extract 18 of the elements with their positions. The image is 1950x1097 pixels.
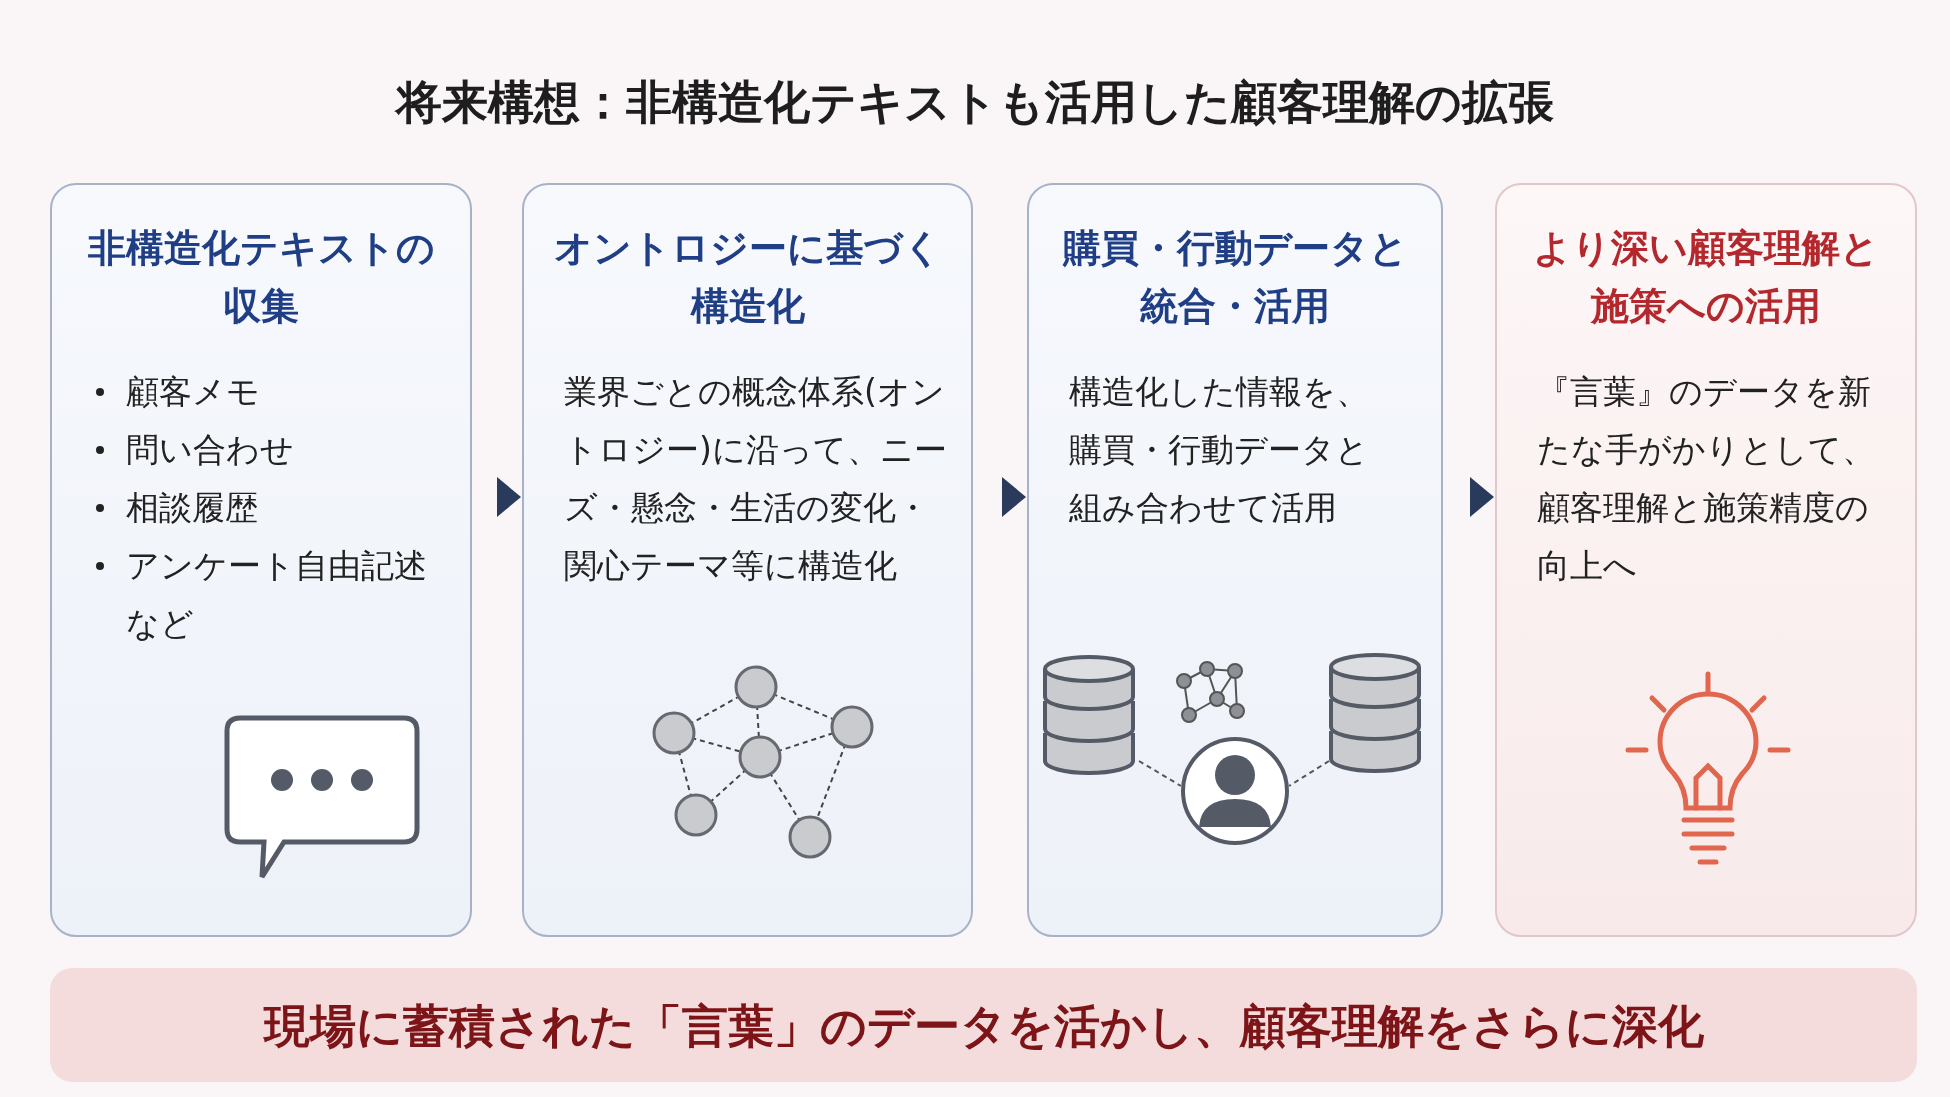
bullet-text: 相談履歴 <box>126 488 258 527</box>
title: 将来構想：非構造化テキストも活用した顧客理解の拡張 <box>393 74 1555 131</box>
step-card <box>522 183 973 937</box>
card-heading: 購買・行動データと統合・活用 <box>1061 225 1409 330</box>
card-heading: 非構造化テキストの収集 <box>86 225 436 330</box>
banner-text: 現場に蓄積された「言葉」のデータを活かし、顧客理解をさらに深化 <box>262 998 1705 1055</box>
banner <box>50 968 1917 1082</box>
card-text: 構造化した情報を、購買・行動データと組み合わせて活用 <box>1069 371 1370 529</box>
card-text: 『言葉』のデータを新たな手がかりとして、顧客理解と施策精度の向上へ <box>1537 371 1876 587</box>
card-heading: より深い顧客理解と施策への活用 <box>1532 225 1880 330</box>
bullet-text: アンケート自由記述など <box>126 546 427 643</box>
bullet-text: 顧客メモ <box>126 372 260 411</box>
card-text: 業界ごとの概念体系(オントロジー)に沿って、ニーズ・懸念・生活の変化・関心テーマ等に構造化 <box>564 371 948 587</box>
step-card <box>1027 183 1443 937</box>
step-card <box>50 183 472 937</box>
bullet-text: 問い合わせ <box>126 430 294 469</box>
card-heading: オントロジーに基づく構造化 <box>552 225 943 330</box>
step-card <box>1495 183 1917 937</box>
